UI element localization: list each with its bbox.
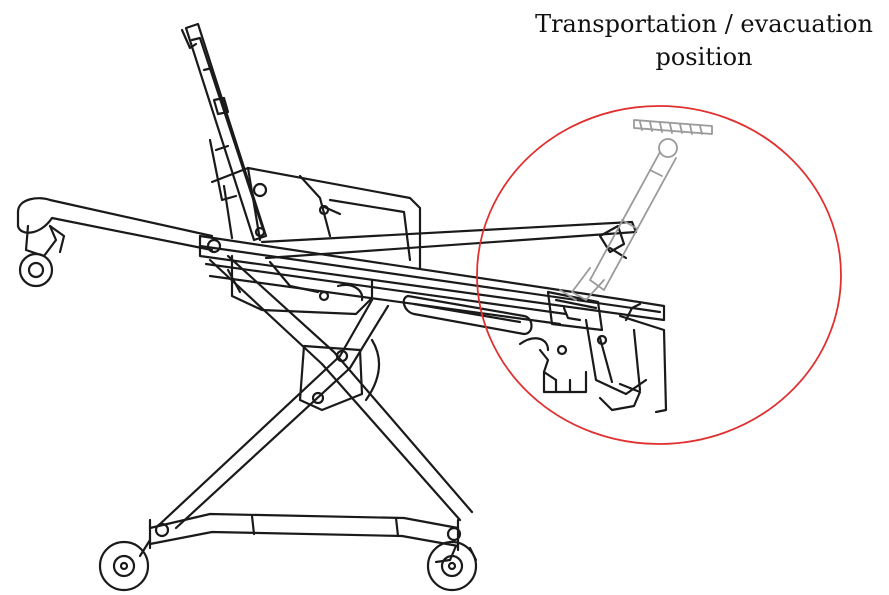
foot-end-mechanism xyxy=(518,290,668,414)
seat-frame xyxy=(210,166,422,270)
base-frame xyxy=(148,512,462,552)
x-legs xyxy=(158,254,474,530)
ghost-transport-handle xyxy=(559,119,713,301)
left-handle-assembly xyxy=(16,197,214,288)
side-handle xyxy=(402,294,533,336)
base-wheel-right xyxy=(426,540,478,592)
highlight-circle xyxy=(476,105,842,445)
base-wheel-left xyxy=(98,538,152,592)
foot-rail xyxy=(260,220,638,260)
position-caption: Transportation / evacuation position xyxy=(520,8,888,74)
caption-line-2: position xyxy=(655,43,753,71)
caption-line-1: Transportation / evacuation xyxy=(535,10,873,38)
backrest xyxy=(180,22,268,242)
